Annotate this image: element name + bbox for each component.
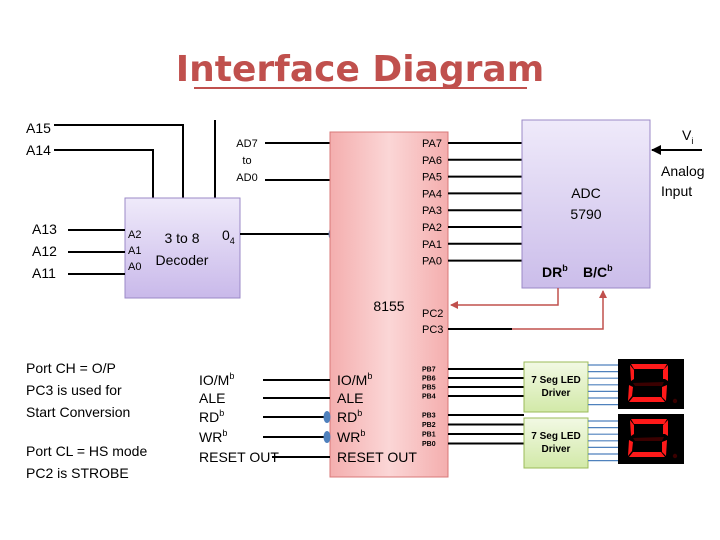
port-a-pin-label: PA1 <box>422 239 442 251</box>
segment-f <box>630 365 634 381</box>
note-port-ch-line2: PC3 is used for <box>26 382 122 398</box>
segment-dp <box>672 398 678 404</box>
control-pin-label: ALE <box>337 390 363 406</box>
chip-8155-box <box>329 131 449 478</box>
control-signal-label: ALE <box>199 390 225 406</box>
chip-8155-name: 8155 <box>373 298 404 314</box>
port-b-pin-label: PB3 <box>422 413 436 420</box>
port-b-wires <box>448 368 524 445</box>
segment-c <box>662 385 667 401</box>
label-a11: A11 <box>32 265 56 281</box>
control-signal-label: RESET OUT <box>199 449 279 465</box>
control-pin-label: RDb <box>337 408 362 425</box>
decoder-name-line2: Decoder <box>156 252 209 268</box>
analog-input-label-line2: Input <box>661 183 692 199</box>
led-driver-2-box <box>523 417 589 469</box>
adc-box <box>521 119 651 289</box>
adc-name-line2: 5790 <box>570 206 601 222</box>
segment-a <box>631 419 667 424</box>
control-pin-label: IO/Mb <box>337 371 372 388</box>
wire-dr-to-pc2 <box>450 288 559 309</box>
note-port-ch-line1: Port CH = O/P <box>26 360 116 376</box>
driver-to-display-wires <box>588 364 618 462</box>
decoder-input-a2: A2 <box>128 229 141 241</box>
segment-e <box>628 385 633 401</box>
wire-pc3-to-bc <box>512 290 607 330</box>
data-bus-label-line3: AD0 <box>236 172 257 184</box>
segment-dp <box>672 453 678 459</box>
control-signal-label: RDb <box>199 408 224 425</box>
analog-input-label-line1: Analog <box>661 163 705 179</box>
data-bus-label-line2: to <box>242 155 251 167</box>
decoder-name-line1: 3 to 8 <box>164 230 199 246</box>
active-low-bubble <box>323 431 331 443</box>
led-driver-1-box <box>523 361 589 413</box>
port-a-wires <box>448 142 522 262</box>
port-b-pin-label: PB5 <box>422 385 436 392</box>
label-a14: A14 <box>26 142 51 158</box>
wire-a15 <box>54 124 184 198</box>
port-b-pin-label: PB4 <box>422 394 436 401</box>
pc2-label: PC2 <box>422 308 443 320</box>
adc-name-line1: ADC <box>571 185 601 201</box>
segment-d <box>629 397 665 402</box>
label-a15: A15 <box>26 120 51 136</box>
led-driver-1-line2: Driver <box>542 388 571 399</box>
port-b-pin-label: PB7 <box>422 367 436 374</box>
note-port-cl-line1: Port CL = HS mode <box>26 443 147 459</box>
active-low-bubble <box>323 411 331 423</box>
port-b-pin-label: PB2 <box>422 422 436 429</box>
vi-label: Vi <box>682 127 693 146</box>
control-signal-label: WRb <box>199 428 227 445</box>
adc-bc-pin-label: B/Cb <box>583 263 613 280</box>
port-a-pin-label: PA6 <box>422 155 442 167</box>
segment-d <box>629 452 665 457</box>
segment-b <box>663 365 668 381</box>
note-port-ch-line3: Start Conversion <box>26 404 130 420</box>
port-b-pin-label: PB1 <box>422 432 436 439</box>
pc3-label: PC3 <box>422 324 443 336</box>
port-a-pin-label: PA4 <box>422 188 442 200</box>
segment-g <box>633 437 664 441</box>
label-a12: A12 <box>32 243 57 259</box>
port-b-pin-label: PB6 <box>422 376 436 383</box>
decoder-input-a1: A1 <box>128 245 141 257</box>
page-title: Interface Diagram <box>176 49 545 90</box>
label-a13: A13 <box>32 221 57 237</box>
led-driver-2-line1: 7 Seg LED <box>531 431 580 442</box>
note-port-cl-line2: PC2 is STROBE <box>26 465 129 481</box>
seven-segment-display-2 <box>618 414 684 464</box>
control-pin-label: WRb <box>337 428 365 445</box>
led-driver-1-line1: 7 Seg LED <box>531 375 580 386</box>
port-a-pin-label: PA0 <box>422 256 442 268</box>
decoder-input-a0: A0 <box>128 261 141 273</box>
control-pin-label: RESET OUT <box>337 449 417 465</box>
segment-f <box>630 420 634 436</box>
segment-c <box>662 440 667 456</box>
led-driver-2-line2: Driver <box>542 444 571 455</box>
decoder-output-label: 04 <box>222 227 235 246</box>
segment-g <box>633 382 664 386</box>
decoder-box <box>124 197 241 299</box>
port-a-pin-label: PA7 <box>422 138 442 150</box>
control-signal-label: IO/Mb <box>199 371 234 388</box>
adc-dr-pin-label: DRb <box>542 263 568 280</box>
segment-e <box>628 440 633 456</box>
port-a-pin-label: PA3 <box>422 205 442 217</box>
port-b-pin-label: PB0 <box>422 441 436 448</box>
seven-segment-display-1 <box>618 359 684 409</box>
port-a-pin-label: PA5 <box>422 172 442 184</box>
data-bus-label-line1: AD7 <box>236 138 257 150</box>
wire-a14 <box>54 149 154 198</box>
segment-a <box>631 364 667 369</box>
segment-b <box>663 420 668 436</box>
port-a-pin-label: PA2 <box>422 222 442 234</box>
